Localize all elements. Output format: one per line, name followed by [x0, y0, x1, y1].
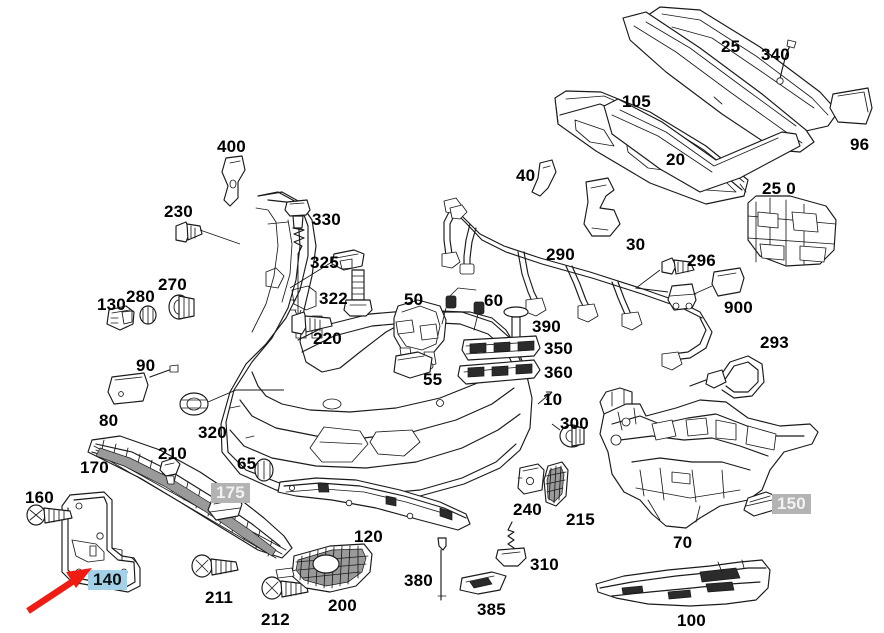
part-number-296: 296 [687, 251, 716, 270]
part-number-30: 30 [626, 235, 646, 254]
part-130-connector [106, 305, 135, 331]
part-210-clip [159, 457, 181, 485]
part-70-carrier [599, 387, 819, 529]
part-number-55: 55 [423, 370, 443, 389]
part-160-screw [26, 504, 73, 526]
part-number-320: 320 [198, 423, 227, 442]
part-number-90: 90 [136, 356, 156, 375]
part-55-cover [393, 351, 433, 379]
part-number-293: 293 [760, 333, 789, 352]
part-65-grommet [254, 458, 274, 482]
part-number-170: 170 [80, 458, 109, 477]
part-number-60: 60 [484, 291, 504, 310]
part-30-clip [583, 177, 621, 237]
part-number-230: 230 [164, 202, 193, 221]
part-number-10: 10 [543, 390, 563, 409]
part-900-cover [634, 267, 745, 297]
part-400-bracket [221, 155, 246, 207]
part-380-pin [437, 537, 447, 601]
part-number-350: 350 [544, 339, 573, 358]
part-200-lower-grille [275, 543, 373, 593]
part-number-380: 380 [404, 571, 433, 590]
part-number-390: 390 [532, 317, 561, 336]
part-250-headlamp-bracket [747, 195, 837, 267]
part-90-pin [149, 364, 179, 378]
part-330-screw [284, 199, 311, 319]
part-number-50: 50 [404, 290, 424, 309]
part-number-211: 211 [205, 588, 234, 607]
part-number-200: 200 [328, 596, 357, 615]
part-340-rod [776, 39, 797, 85]
part-350-trim-strip [461, 335, 541, 361]
part-96-bracket [829, 87, 873, 125]
part-number-215: 215 [566, 510, 595, 529]
part-310-screw [495, 521, 527, 567]
part-number-150: 150 [772, 494, 811, 514]
part-number-300: 300 [560, 414, 589, 433]
part-320-grommet [179, 389, 284, 416]
part-number-310: 310 [530, 555, 559, 574]
part-number-20: 20 [666, 150, 686, 169]
part-number-96: 96 [850, 135, 870, 154]
part-number-212: 212 [261, 610, 290, 629]
part-220-bolt [291, 311, 333, 335]
part-number-360: 360 [544, 363, 573, 382]
part-290-wiring-harness [441, 197, 713, 371]
part-240-bracket [517, 463, 545, 495]
part-number-40: 40 [516, 166, 536, 185]
part-10-leader [537, 391, 553, 405]
part-number-70: 70 [673, 533, 693, 552]
part-number-250: 25 0 [762, 179, 796, 198]
part-300-bushing [551, 423, 585, 448]
part-number-220: 220 [313, 329, 342, 348]
part-105-lower-beam [603, 98, 801, 193]
part-number-900: 900 [724, 298, 753, 317]
part-296-screw [661, 257, 695, 275]
part-number-105: 105 [622, 92, 651, 111]
part-385-cover [459, 571, 507, 595]
part-number-290: 290 [546, 245, 575, 264]
part-212-screw [261, 576, 309, 600]
part-293-cable-tie [689, 355, 765, 399]
part-number-385: 385 [477, 600, 506, 619]
part-number-80: 80 [99, 411, 119, 430]
part-280-grommet [139, 305, 157, 325]
part-number-140: 140 [88, 570, 127, 590]
part-number-330: 330 [312, 210, 341, 229]
part-211-screw [191, 554, 239, 578]
part-number-325: 325 [310, 253, 339, 272]
part-number-130: 130 [97, 295, 126, 314]
part-60-sensors [441, 287, 485, 331]
part-number-175: 175 [211, 483, 250, 503]
part-number-340: 340 [761, 45, 790, 64]
part-number-160: 160 [25, 488, 54, 507]
part-120-lower-trim [277, 477, 471, 531]
part-number-25: 25 [721, 37, 741, 56]
part-150-spacer [743, 491, 777, 517]
part-number-322: 322 [319, 289, 348, 308]
part-number-210: 210 [158, 444, 187, 463]
part-number-100: 100 [677, 611, 706, 630]
part-215-mesh-insert [543, 461, 569, 507]
part-40-clip [531, 159, 557, 197]
part-number-280: 280 [126, 287, 155, 306]
part-number-270: 270 [158, 275, 187, 294]
part-number-240: 240 [513, 500, 542, 519]
part-number-400: 400 [217, 137, 246, 156]
part-322-bolt [343, 269, 373, 317]
part-number-120: 120 [354, 527, 383, 546]
part-325-clip [289, 249, 365, 289]
part-80-plate [107, 372, 149, 405]
part-270-sensor [168, 294, 195, 320]
part-230-bolt [175, 221, 241, 245]
part-360-trim-strip [457, 359, 541, 385]
part-number-65: 65 [237, 454, 257, 473]
part-100-lower-valance [595, 559, 771, 607]
part-170-radiator-grille [87, 435, 293, 559]
